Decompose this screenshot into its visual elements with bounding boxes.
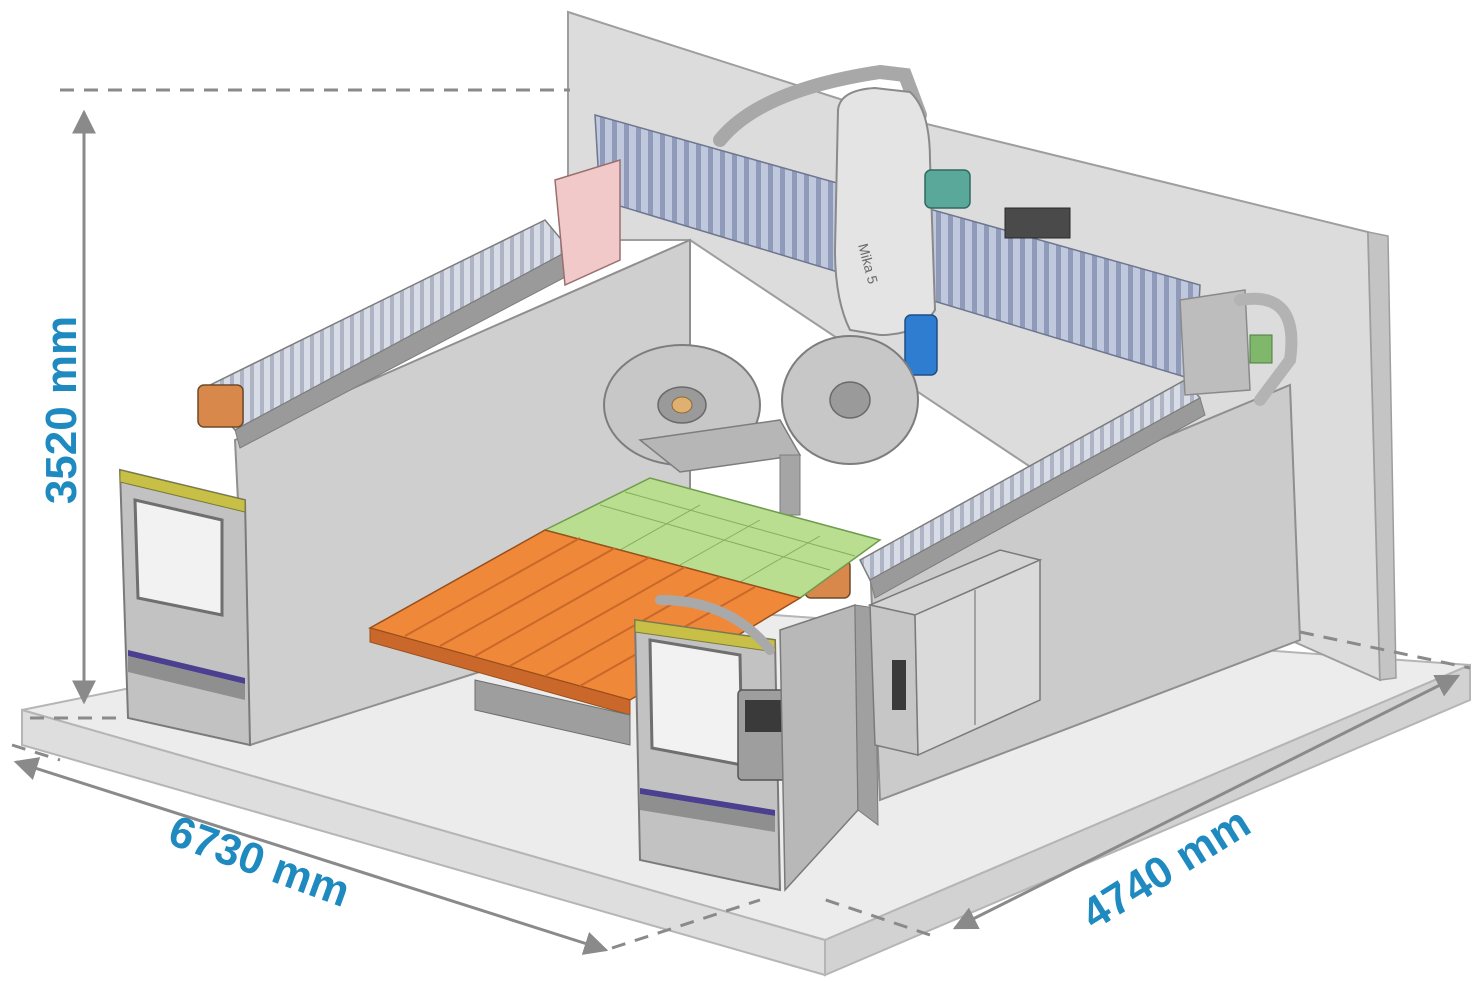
- head-control-box: [1004, 207, 1071, 239]
- saw-blade-right: [781, 335, 919, 465]
- right-door: [633, 595, 794, 892]
- width-arrow: [13, 757, 609, 955]
- green-connector-box: [1249, 334, 1273, 364]
- panel-arm: [655, 595, 775, 655]
- blade-support-arm: [638, 419, 802, 516]
- bridge-end-cover-left: [554, 158, 621, 287]
- dimension-lines: [11, 88, 1471, 955]
- depth-arrow: [952, 674, 1461, 930]
- left-door: [118, 468, 252, 747]
- right-door-window: [648, 638, 744, 767]
- cable-carrier: [713, 64, 927, 147]
- operator-panel-screen: [745, 700, 783, 732]
- bridge-end-cover-right: [1179, 289, 1251, 396]
- front-pillar: [779, 603, 879, 892]
- head-motor-teal: [924, 169, 971, 209]
- rail-end-block-left: [197, 384, 244, 428]
- motor-cover: [904, 314, 938, 376]
- cabinet-keypad: [892, 660, 906, 710]
- left-door-window: [133, 498, 224, 617]
- left-door-stripe: [128, 650, 245, 684]
- table-base: [474, 679, 631, 746]
- cutting-head: Mika 5: [833, 86, 1071, 376]
- right-door-stripe: [640, 788, 775, 816]
- height-dimension-label: 3520 mm: [37, 315, 87, 505]
